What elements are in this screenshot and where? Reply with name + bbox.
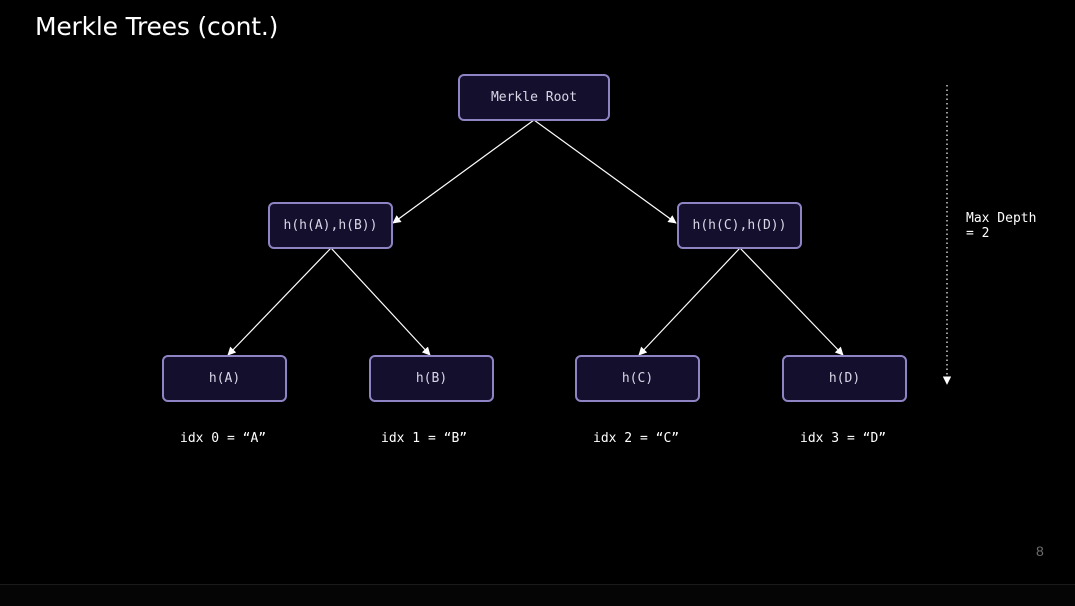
hash-node-ab: h(h(A),h(B)) [268,202,393,249]
leaf-node-b: h(B) [369,355,494,402]
edge-root-to-right [533,119,677,224]
bottom-bar [0,584,1075,606]
slide: Merkle Trees (cont.) Merkle Root h(h(A),… [35,12,1044,559]
leaf-node-a: h(A) [162,355,287,402]
leaf-node-b-label: h(B) [415,371,448,386]
leaf-caption-b: idx 1 = “B” [381,431,468,446]
hash-node-ab-label: h(h(A),h(B)) [283,218,378,233]
max-depth-line2: = 2 [966,226,990,241]
leaf-node-c: h(C) [575,355,700,402]
edge-left-to-b [330,247,431,356]
leaf-node-c-label: h(C) [621,371,654,386]
leaf-caption-a: idx 0 = “A” [180,431,267,446]
leaf-node-a-label: h(A) [208,371,241,386]
leaf-node-d: h(D) [782,355,907,402]
tree-edges [227,85,952,385]
leaf-caption-c: idx 2 = “C” [593,431,680,446]
merkle-root-node: Merkle Root [458,74,610,121]
max-depth-label: Max Depth = 2 [966,211,1036,241]
max-depth-line1: Max Depth [966,211,1037,226]
leaf-node-d-label: h(D) [828,371,861,386]
page-number: 8 [1036,543,1044,559]
edge-root-to-left [392,119,535,224]
edge-left-to-a [227,247,332,356]
hash-node-cd-label: h(h(C),h(D)) [692,218,787,233]
edge-right-to-d [739,247,844,356]
hash-node-cd: h(h(C),h(D)) [677,202,802,249]
edge-right-to-c [638,247,741,356]
slide-title: Merkle Trees (cont.) [35,12,279,41]
leaf-caption-d: idx 3 = “D” [800,431,887,446]
merkle-root-label: Merkle Root [490,90,578,105]
